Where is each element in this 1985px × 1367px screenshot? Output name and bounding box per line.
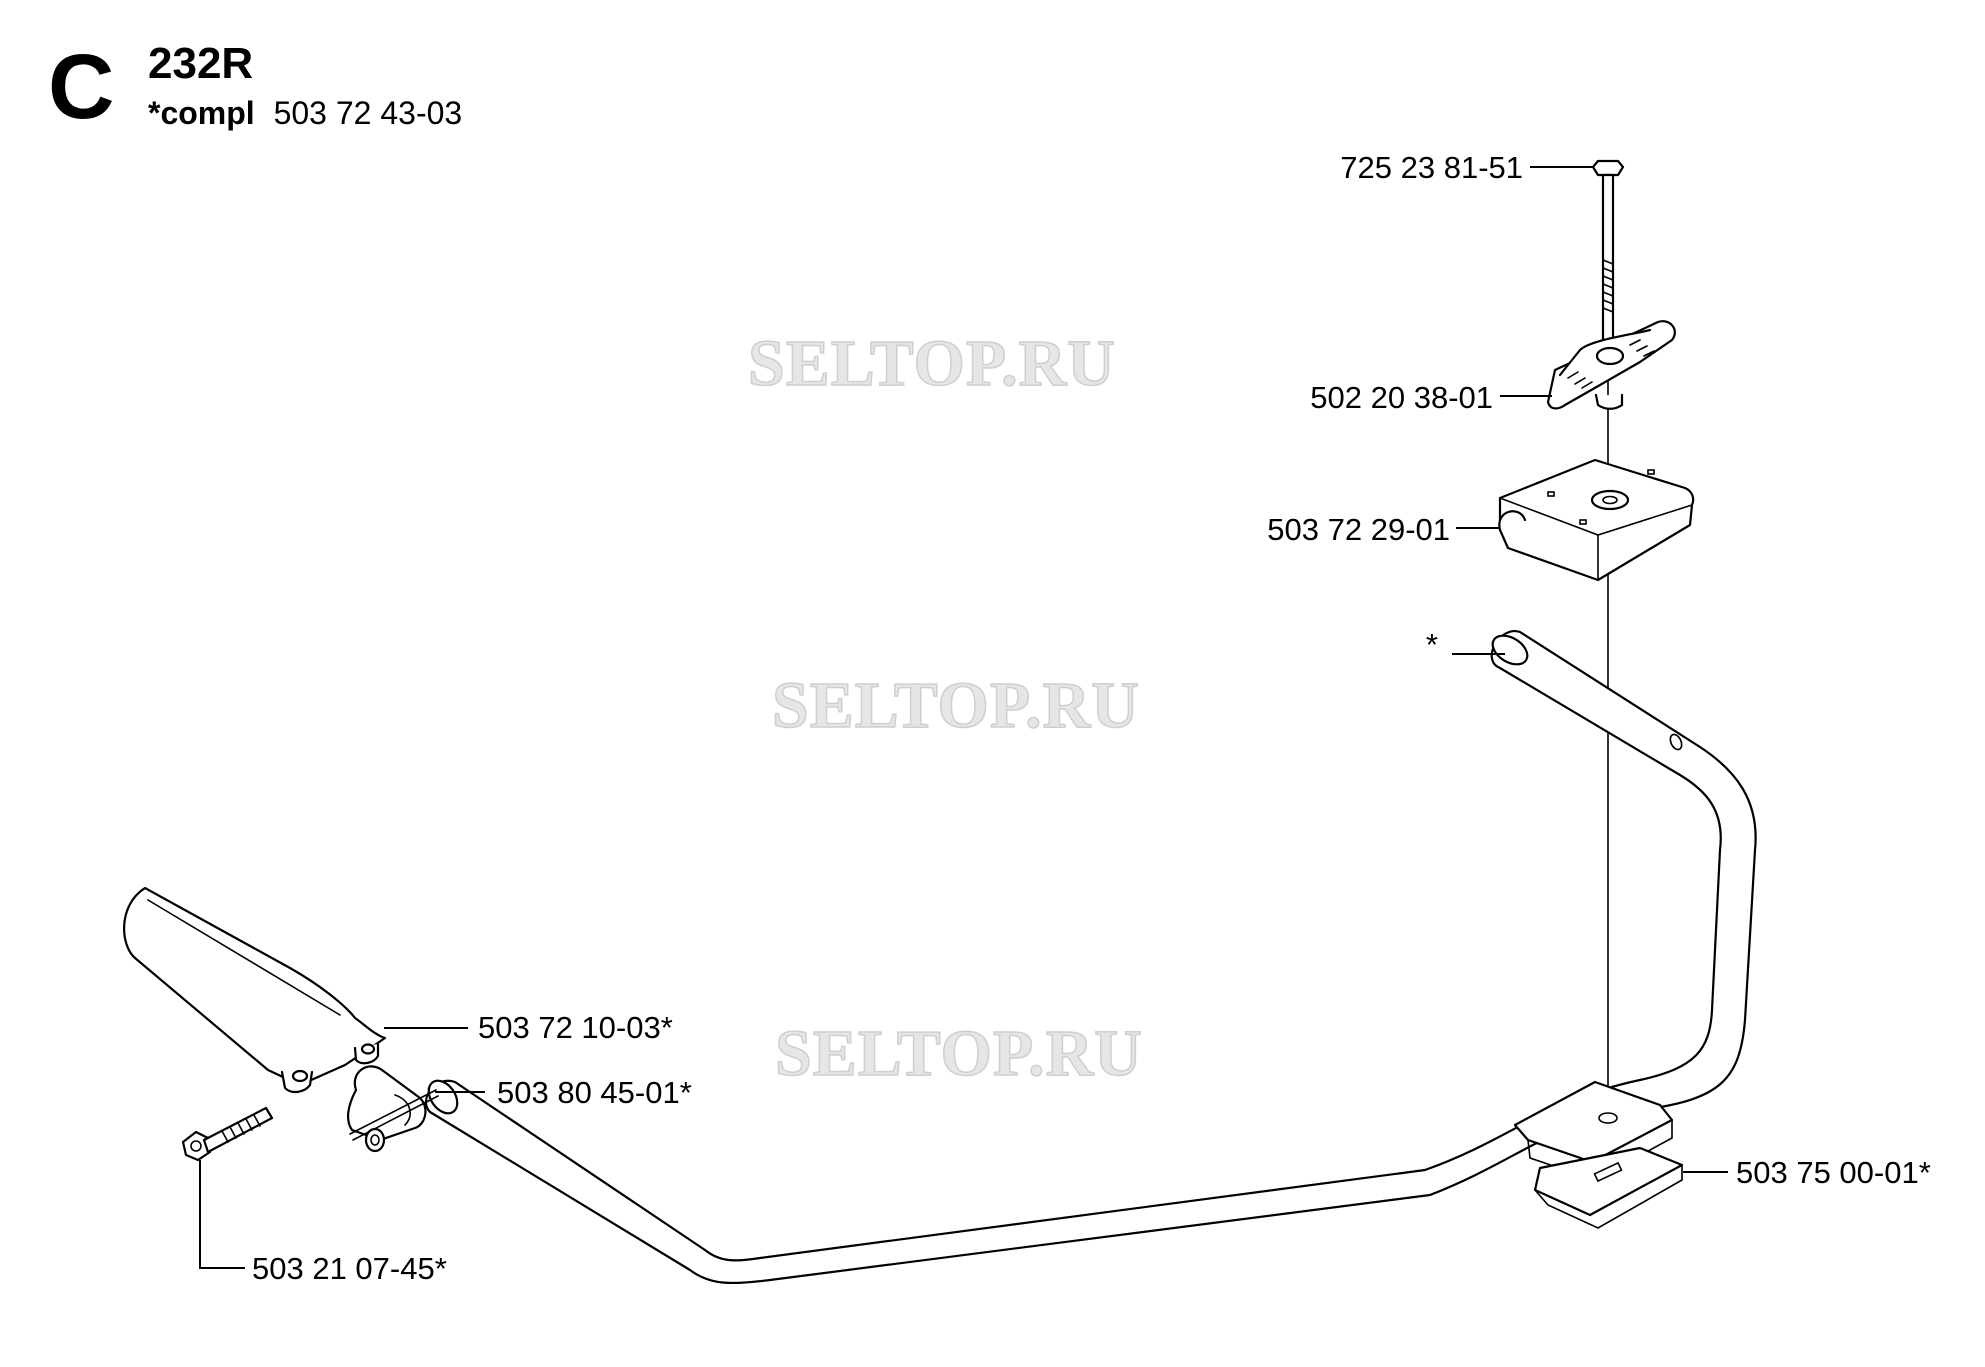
compl-prefix: *compl xyxy=(148,95,255,131)
watermark-top: SELTOP.RU xyxy=(748,327,1116,400)
leader-grip-screw xyxy=(199,1160,245,1269)
part-label-handle-bar: * xyxy=(1426,627,1438,662)
wing-knob-drawing xyxy=(1546,320,1676,410)
handle-bracket-drawing xyxy=(1513,1080,1684,1229)
watermark-bottom: SELTOP.RU xyxy=(775,1017,1143,1090)
part-label-bolt: 725 23 81-51 xyxy=(1340,150,1523,185)
compl-number: 503 72 43-03 xyxy=(274,95,463,131)
grip-clamp-drawing xyxy=(346,1065,439,1153)
part-label-handle-bracket: 503 75 00-01* xyxy=(1736,1155,1931,1190)
part-label-wing-knob: 502 20 38-01 xyxy=(1310,380,1493,415)
part-label-grip-clamp: 503 80 45-01* xyxy=(497,1075,692,1110)
part-label-grip: 503 72 10-03* xyxy=(478,1010,673,1045)
compl-line: *compl 503 72 43-03 xyxy=(148,95,462,131)
model-title: 232R xyxy=(148,39,253,88)
clamp-cap-drawing xyxy=(1498,458,1695,582)
bolt-drawing xyxy=(1591,159,1625,342)
grip-drawing xyxy=(123,886,387,1094)
part-label-clamp-cap: 503 72 29-01 xyxy=(1267,512,1450,547)
section-letter: C xyxy=(48,36,114,138)
handle-bar-drawing xyxy=(424,630,1757,1285)
part-label-grip-screw: 503 21 07-45* xyxy=(252,1251,447,1286)
watermark-middle: SELTOP.RU xyxy=(772,669,1140,742)
grip-screw-drawing xyxy=(181,1106,274,1162)
